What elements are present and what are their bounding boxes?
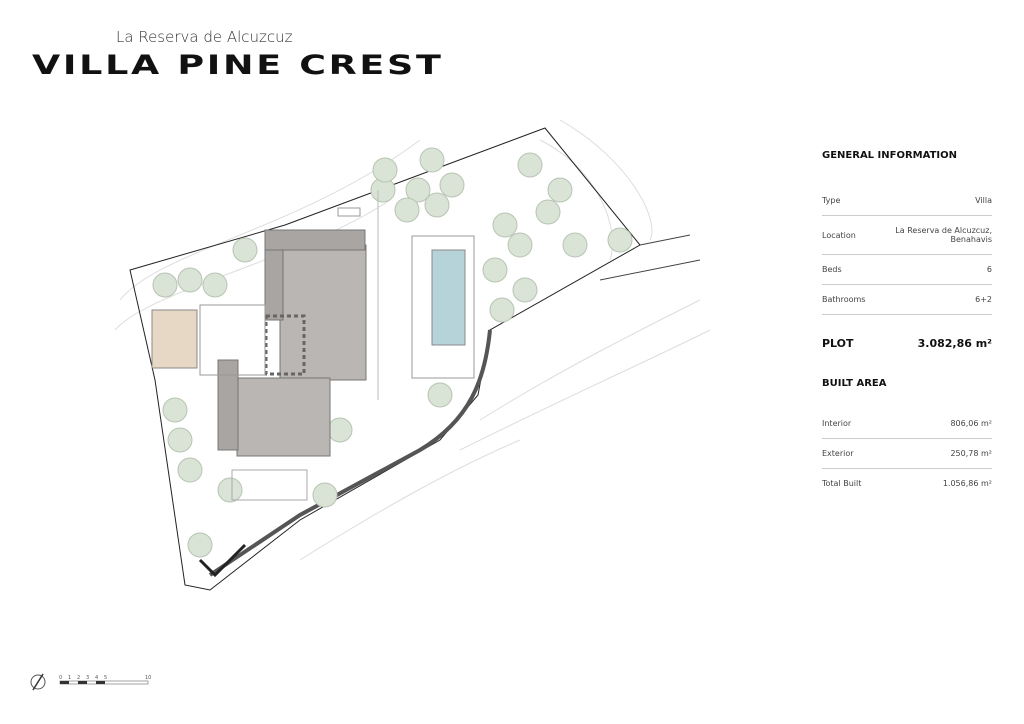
tree-icon bbox=[187, 532, 213, 558]
label: Exterior bbox=[822, 449, 854, 458]
plot-value: 3.082,86 m² bbox=[917, 337, 992, 350]
value: 250,78 m² bbox=[950, 449, 992, 458]
tree-icon bbox=[439, 172, 465, 198]
info-row-total: Total Built 1.056,86 m² bbox=[822, 469, 992, 498]
roof-upper bbox=[279, 244, 367, 381]
tree-icon bbox=[177, 457, 203, 483]
scale-tick: 1 bbox=[68, 675, 71, 681]
tree-icon bbox=[405, 177, 431, 203]
tree-icon bbox=[424, 192, 450, 218]
tree-icon bbox=[535, 199, 561, 225]
tree-icon bbox=[152, 272, 178, 298]
plot-row: PLOT 3.082,86 m² bbox=[822, 337, 992, 350]
tree-icon bbox=[512, 277, 538, 303]
tree-icon bbox=[327, 417, 353, 443]
scale-bar: 0 1 2 3 4 5 10 bbox=[59, 675, 151, 685]
roof-lower bbox=[236, 377, 331, 457]
value: 1.056,86 m² bbox=[942, 479, 992, 488]
scale-tick: 0 bbox=[59, 675, 62, 681]
built-heading: BUILT AREA bbox=[822, 378, 887, 389]
tree-icon bbox=[162, 397, 188, 423]
value: La Reserva de Alcuzcuz, bbox=[895, 226, 992, 235]
tree-icon bbox=[489, 297, 515, 323]
tree-icon bbox=[202, 272, 228, 298]
info-row-beds: Beds 6 bbox=[822, 255, 992, 285]
label: Beds bbox=[822, 265, 842, 274]
scale-tick: 5 bbox=[104, 675, 107, 681]
page-title: VILLA PINE CREST bbox=[32, 50, 444, 81]
tree-icon bbox=[394, 197, 420, 223]
info-panel: GENERAL INFORMATION Type Villa Location La… bbox=[822, 150, 992, 498]
trees bbox=[152, 147, 633, 558]
value: 6 bbox=[986, 265, 992, 274]
tree-icon bbox=[547, 177, 573, 203]
label: Bathrooms bbox=[822, 295, 866, 304]
tree-icon bbox=[217, 477, 243, 503]
value: Benahavis bbox=[950, 235, 992, 244]
driveway bbox=[208, 329, 492, 577]
info-row-exterior: Exterior 250,78 m² bbox=[822, 439, 992, 469]
tree-icon bbox=[607, 227, 633, 253]
tree-icon bbox=[507, 232, 533, 258]
value: 6+2 bbox=[975, 295, 992, 304]
north-arrow-icon bbox=[30, 673, 46, 691]
tree-icon bbox=[232, 237, 258, 263]
swimming-pool bbox=[431, 249, 466, 346]
label: Location bbox=[822, 230, 856, 240]
tree-icon bbox=[419, 147, 445, 173]
value: Villa bbox=[975, 196, 992, 205]
pergola bbox=[151, 309, 198, 369]
scale-tick: 2 bbox=[77, 675, 80, 681]
plot-label: PLOT bbox=[822, 337, 854, 350]
tree-icon bbox=[492, 212, 518, 238]
tree-icon bbox=[312, 482, 338, 508]
label: Interior bbox=[822, 419, 852, 428]
contour-lines bbox=[114, 119, 711, 561]
tree-icon bbox=[517, 152, 543, 178]
info-row-interior: Interior 806,06 m² bbox=[822, 409, 992, 439]
info-row-type: Type Villa bbox=[822, 186, 992, 216]
tree-icon bbox=[372, 157, 398, 183]
scale-tick: 4 bbox=[95, 675, 98, 681]
tree-icon bbox=[177, 267, 203, 293]
tree-icon bbox=[482, 257, 508, 283]
subtitle: La Reserva de Alcuzcuz bbox=[116, 28, 293, 46]
general-heading: GENERAL INFORMATION bbox=[822, 150, 957, 161]
label: Total Built bbox=[822, 479, 862, 488]
tree-icon bbox=[167, 427, 193, 453]
tree-icon bbox=[427, 382, 453, 408]
value: 806,06 m² bbox=[950, 419, 992, 428]
label: Type bbox=[822, 196, 841, 205]
tree-icon bbox=[562, 232, 588, 258]
scale-tick: 10 bbox=[145, 675, 151, 681]
scale-tick: 3 bbox=[86, 675, 89, 681]
info-row-location: Location La Reserva de Alcuzcuz,Benahavis bbox=[822, 216, 992, 255]
info-row-bathrooms: Bathrooms 6+2 bbox=[822, 285, 992, 315]
